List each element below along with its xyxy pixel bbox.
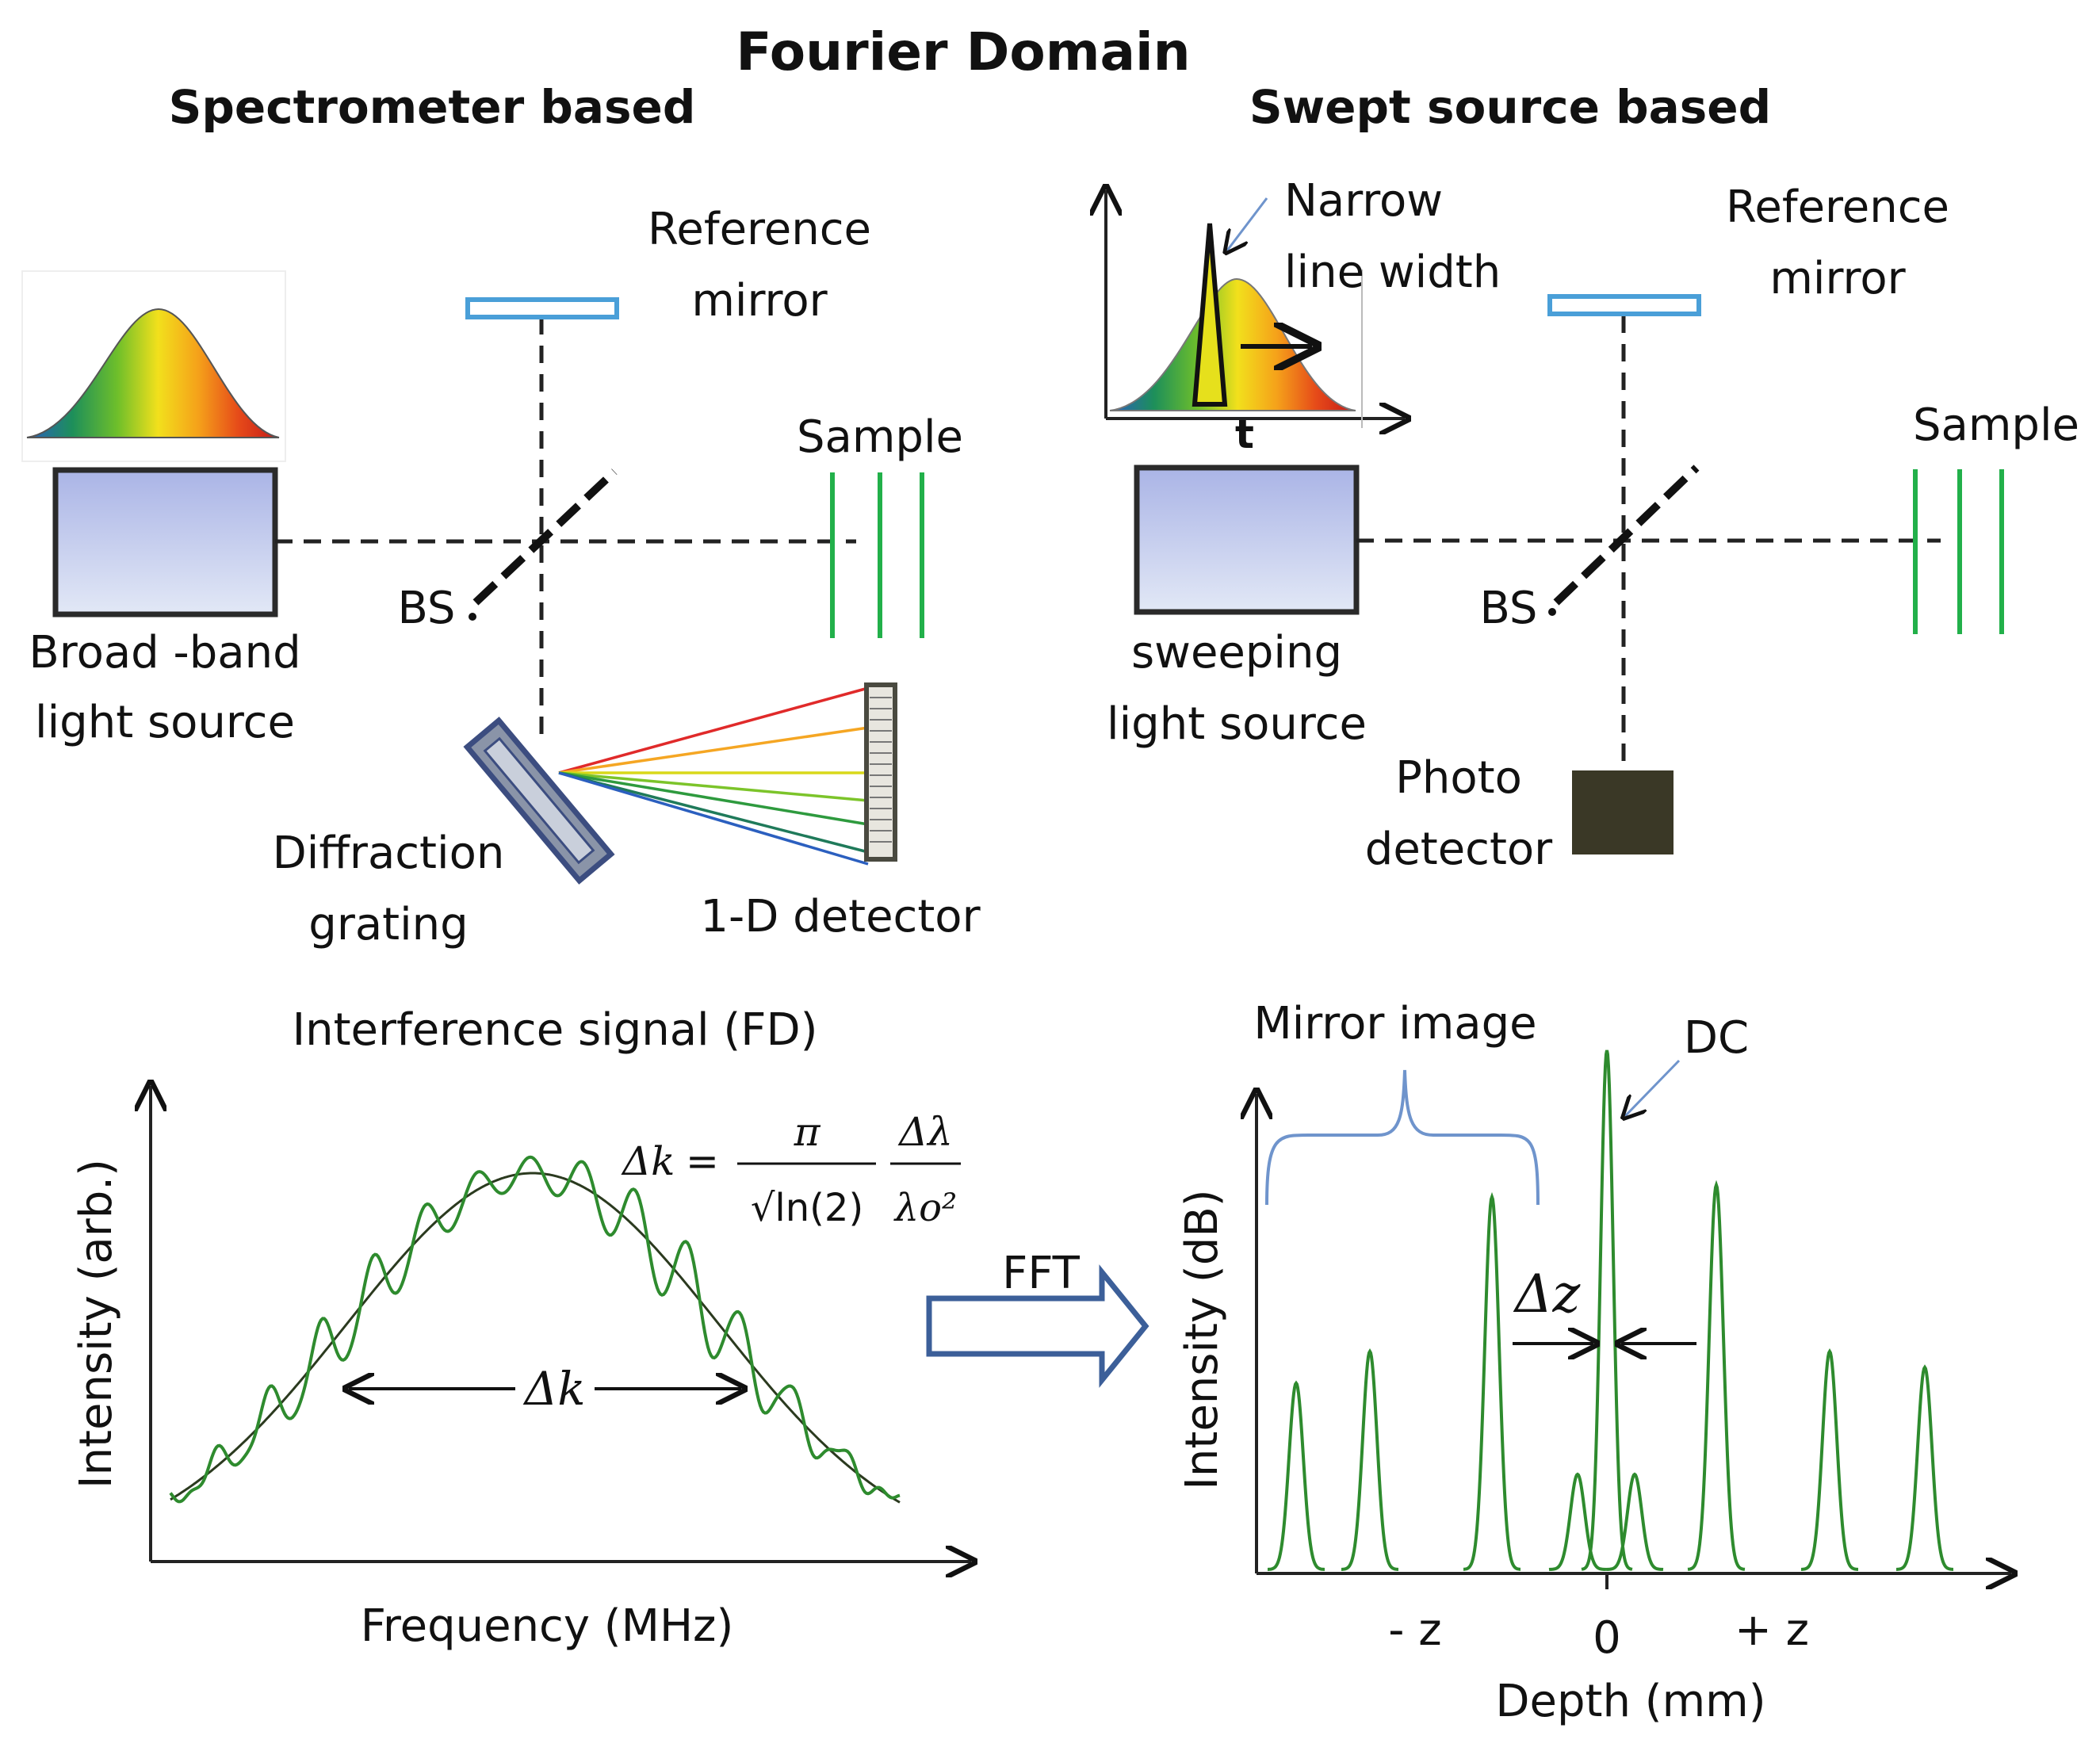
- delta-k-formula: Δk = π √ln(2) Δλ λo²: [621, 1109, 961, 1230]
- delta-k-label: Δk: [522, 1362, 585, 1416]
- sweeping-source-label-1: sweeping: [1131, 627, 1342, 679]
- reference-mirror: [465, 297, 619, 319]
- bs-dot: [469, 613, 476, 621]
- ref-mirror-label-1: Reference: [648, 204, 871, 255]
- swept-beam-splitter: [1553, 465, 1700, 606]
- photo-detector-box: [1572, 770, 1673, 854]
- interference-fringes: [169, 1155, 901, 1504]
- narrow-line-label-2: line width: [1284, 247, 1501, 298]
- diagram-title: Fourier Domain: [736, 21, 1190, 82]
- bs-label: BS: [398, 583, 456, 634]
- broadband-spectrum: [21, 270, 286, 462]
- depth-profile-plot: Intensity (dB) Depth (mm) - z 0 + z Mirr…: [1176, 998, 2011, 1727]
- fft-arrow: FFT: [926, 1248, 1149, 1388]
- signal-plot-title: Interference signal (FD): [293, 1004, 818, 1056]
- depth-tick-pos: + z: [1735, 1604, 1809, 1656]
- swept-source-setup: t Narrow line width sweeping light sourc…: [1106, 175, 2079, 875]
- beam-splitter: [472, 468, 618, 606]
- interference-signal-plot: Interference signal (FD) Intensity (arb.…: [71, 1004, 971, 1652]
- swept-reference-mirror: [1547, 294, 1701, 316]
- swept-ref-mirror-label-1: Reference: [1726, 182, 1949, 233]
- sweep-inset-plot: t: [1106, 190, 1405, 457]
- sweeping-source-label-2: light source: [1107, 698, 1367, 750]
- depth-y-label: Intensity (dB): [1176, 1189, 1228, 1489]
- formula-sqrt-ln2: √ln(2): [751, 1186, 863, 1230]
- sample-label: Sample: [797, 411, 963, 463]
- right-heading: Swept source based: [1249, 80, 1771, 134]
- swept-ref-mirror-label-2: mirror: [1769, 253, 1906, 304]
- diffraction-grating: [463, 717, 615, 885]
- broadband-source-label-1: Broad -band: [29, 627, 300, 679]
- left-heading: Spectrometer based: [169, 80, 696, 134]
- formula-lhs: Δk: [621, 1138, 675, 1184]
- formula-equals: =: [686, 1138, 719, 1184]
- sample-layers: [830, 472, 924, 638]
- signal-y-label: Intensity (arb.): [71, 1159, 122, 1489]
- depth-tick-neg: - z: [1388, 1604, 1441, 1656]
- delta-z-label: Δz: [1513, 1264, 1582, 1325]
- depth-x-label: Depth (mm): [1495, 1676, 1765, 1727]
- mirror-image-brace: [1265, 1069, 1540, 1206]
- mirror-image-label: Mirror image: [1253, 998, 1536, 1049]
- depth-tick-zero: 0: [1593, 1612, 1621, 1664]
- formula-pi: π: [794, 1109, 821, 1155]
- swept-sample-layers: [1913, 469, 2004, 634]
- depth-peaks: [1268, 1049, 1953, 1571]
- dc-label: DC: [1684, 1012, 1749, 1064]
- line-detector-label: 1-D detector: [700, 891, 981, 942]
- ref-mirror-label-2: mirror: [691, 275, 828, 327]
- swept-bs-label: BS: [1480, 583, 1538, 634]
- photo-detector-label-1: Photo: [1395, 752, 1522, 804]
- spectrometer-setup: Broad -band light source Reference mirro…: [21, 204, 981, 950]
- signal-x-label: Frequency (MHz): [361, 1600, 734, 1652]
- swept-bs-dot: [1548, 608, 1556, 616]
- broadband-source-label-2: light source: [35, 697, 295, 748]
- formula-delta-lambda: Δλ: [897, 1109, 953, 1155]
- swept-sample-label: Sample: [1913, 400, 2079, 451]
- broadband-source-box: [52, 467, 278, 617]
- line-detector: [864, 682, 897, 862]
- grating-label-2: grating: [308, 899, 468, 950]
- photo-detector-label-2: detector: [1365, 824, 1553, 875]
- dc-pointer: [1625, 1059, 1681, 1116]
- sweeping-source-box: [1134, 465, 1360, 615]
- dispersed-rays: [558, 686, 869, 866]
- time-axis-label: t: [1235, 411, 1254, 457]
- grating-label-1: Diffraction: [273, 828, 505, 879]
- narrow-line-label-1: Narrow: [1284, 175, 1443, 227]
- fft-label: FFT: [1002, 1248, 1080, 1299]
- formula-lambda-sq: λo²: [893, 1186, 958, 1230]
